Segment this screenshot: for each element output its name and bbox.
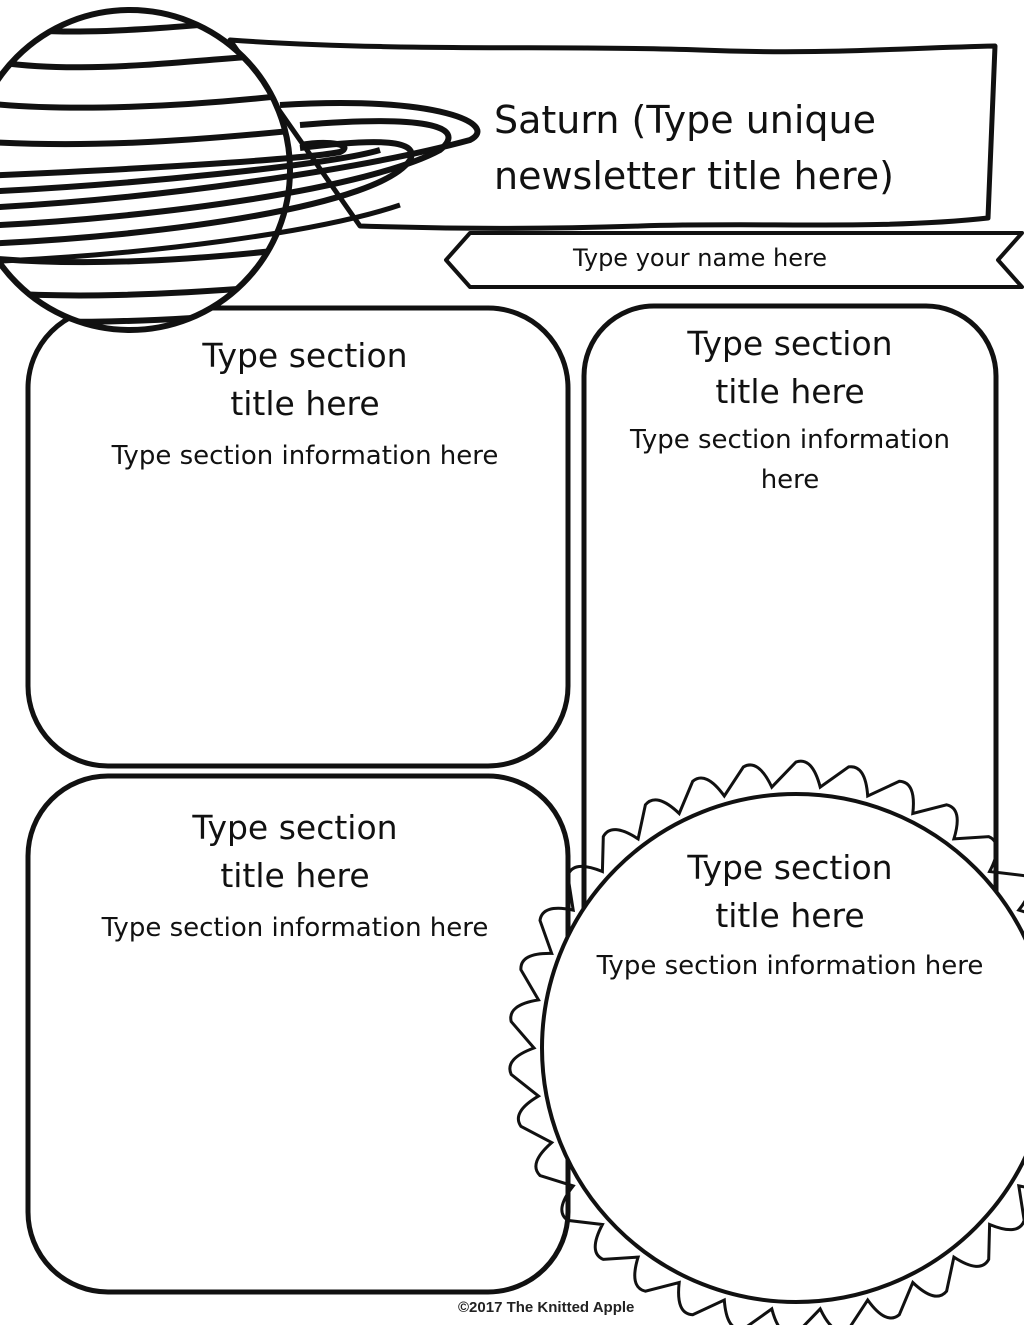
newsletter-title-line-2: newsletter title here) bbox=[494, 154, 894, 198]
copyright-footer: ©2017 The Knitted Apple bbox=[458, 1299, 635, 1316]
sun-burst-frame bbox=[508, 759, 1024, 1325]
section-box-1 bbox=[25, 305, 571, 769]
section-4-title-line-2: title here bbox=[715, 896, 865, 935]
section-3[interactable]: Type section title here Type section inf… bbox=[90, 804, 500, 948]
section-4-title-line-1: Type section bbox=[687, 848, 893, 887]
newsletter-title[interactable]: Saturn (Type unique newsletter title her… bbox=[494, 92, 934, 204]
section-1-title-line-1: Type section bbox=[202, 336, 408, 375]
section-3-info: Type section information here bbox=[101, 913, 489, 943]
name-ribbon bbox=[444, 231, 1024, 289]
section-2-title-line-2: title here bbox=[715, 372, 865, 411]
author-name-field[interactable]: Type your name here bbox=[572, 244, 828, 272]
newsletter-title-line-1: Saturn (Type unique bbox=[494, 98, 877, 142]
section-3-title-line-2: title here bbox=[220, 856, 370, 895]
section-4[interactable]: Type section title here Type section inf… bbox=[580, 844, 1000, 986]
section-2-title-line-1: Type section bbox=[687, 324, 893, 363]
section-3-title-line-1: Type section bbox=[192, 808, 398, 847]
section-2-info-line-1: Type section information bbox=[630, 425, 950, 455]
saturn-planet-illustration bbox=[0, 7, 481, 333]
sun-rays bbox=[508, 759, 1024, 1325]
section-2[interactable]: Type section title here Type section inf… bbox=[605, 320, 975, 500]
section-4-info: Type section information here bbox=[596, 951, 984, 981]
title-banner bbox=[227, 37, 998, 231]
section-1-info: Type section information here bbox=[111, 441, 499, 471]
section-2-info-line-2: here bbox=[760, 465, 820, 495]
section-1-title-line-2: title here bbox=[230, 384, 380, 423]
section-1[interactable]: Type section title here Type section inf… bbox=[100, 332, 510, 476]
